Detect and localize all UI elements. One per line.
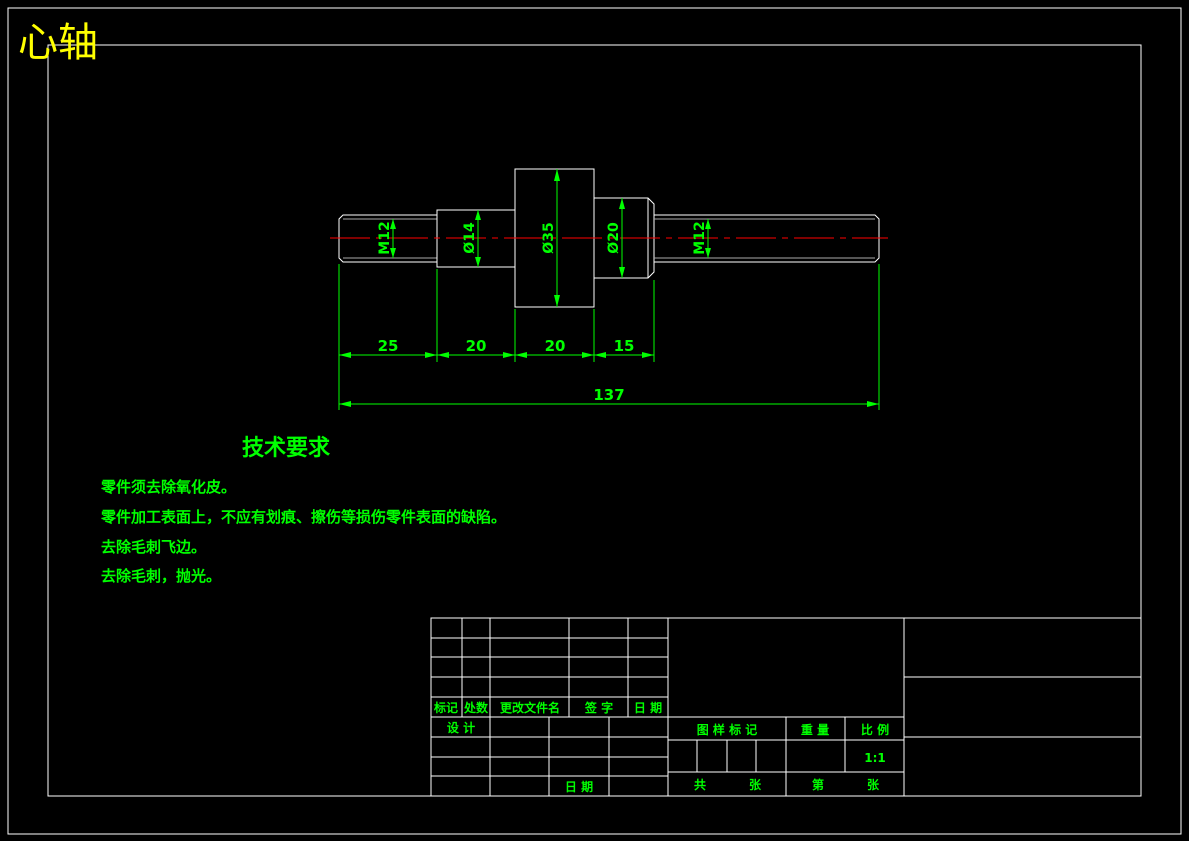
tb-drawing-mark-label: 图 样 标 记 [697, 722, 758, 737]
tb-signature-label: 签 字 [584, 700, 613, 715]
tech-requirement-item: 去除毛刺，抛光。 [101, 567, 221, 585]
dim-len-3: 20 [545, 337, 566, 355]
tb-sheet-no-label: 第 [812, 777, 824, 792]
dim-len-2: 20 [466, 337, 487, 355]
dim-dia-5: M12 [692, 221, 708, 254]
dim-dia-1: M12 [377, 221, 393, 254]
drawing-title: 心轴 [18, 20, 98, 66]
tech-requirement-item: 零件须去除氧化皮。 [100, 478, 236, 496]
dim-total: 137 [593, 386, 624, 404]
tb-total-label: 共 [694, 777, 706, 792]
dim-dia-4: Ø20 [606, 222, 622, 254]
tb-count-label: 处数 [463, 700, 489, 715]
tb-sheet-unit: 张 [749, 777, 762, 792]
title-block [430, 617, 1142, 797]
tb-date-label: 日 期 [634, 700, 662, 715]
title-block-labels: 标记 处数 更改文件名 签 字 日 期 设 计 日 期 图 样 标 记 重 量 … [433, 700, 889, 794]
tb-scale-value: 1:1 [864, 751, 886, 765]
tb-weight-label: 重 量 [801, 722, 829, 737]
dim-len-4: 15 [614, 337, 635, 355]
tb-design-label: 设 计 [447, 720, 475, 735]
tb-sheet-unit2: 张 [867, 777, 880, 792]
length-labels: 25 20 20 15 137 [378, 337, 635, 404]
tech-requirement-item: 去除毛刺飞边。 [101, 538, 206, 556]
inner-frame [47, 44, 1142, 797]
tb-date2-label: 日 期 [565, 779, 593, 794]
extension-lines [338, 264, 880, 410]
diameter-labels: M12 Ø14 Ø35 Ø20 M12 [377, 221, 708, 254]
tech-requirement-item: 零件加工表面上，不应有划痕、擦伤等损伤零件表面的缺陷。 [100, 508, 506, 526]
diameter-dimension-lines [390, 169, 711, 307]
tb-mark-label: 标记 [433, 700, 458, 715]
outer-frame [7, 7, 1182, 835]
tb-docname-label: 更改文件名 [500, 700, 560, 715]
dim-dia-2: Ø14 [462, 222, 478, 254]
tech-requirements-heading: 技术要求 [242, 436, 330, 461]
tb-scale-label: 比 例 [861, 722, 889, 737]
tech-requirements-list: 零件须去除氧化皮。 零件加工表面上，不应有划痕、擦伤等损伤零件表面的缺陷。 去除… [100, 478, 506, 585]
length-dimension-lines [339, 352, 879, 407]
dim-dia-3: Ø35 [541, 222, 557, 253]
dim-len-1: 25 [378, 337, 399, 355]
